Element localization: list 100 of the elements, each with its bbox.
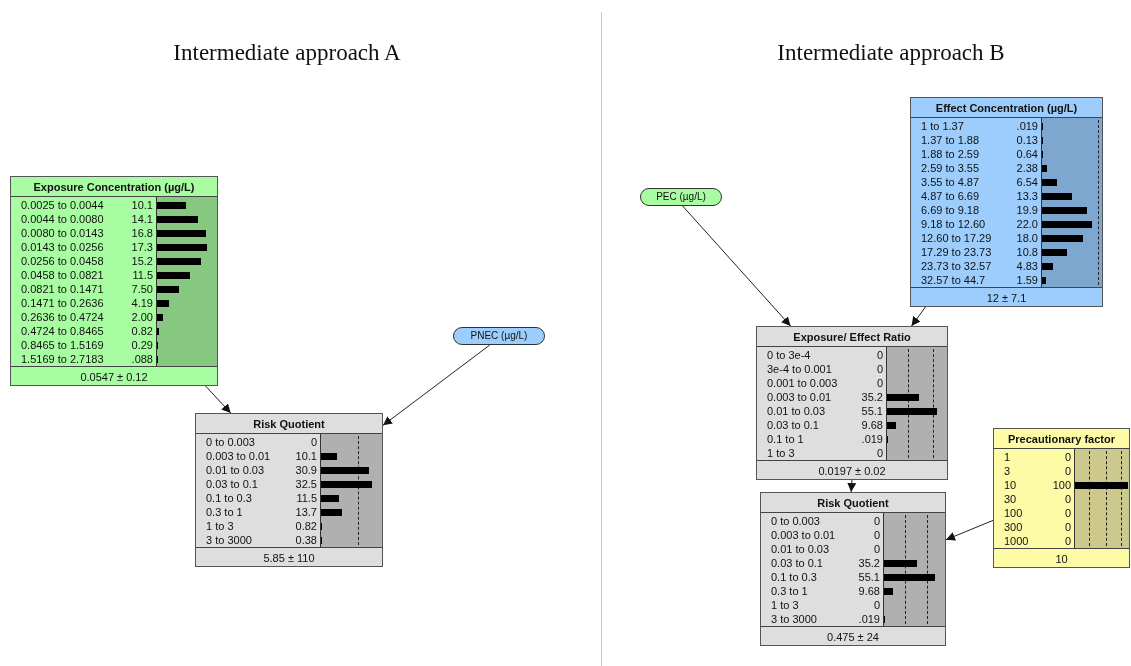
state-value: 0 bbox=[875, 362, 883, 376]
state-value: 0 bbox=[872, 528, 880, 542]
state-label: 0.3 to 1 bbox=[771, 584, 809, 598]
arrow bbox=[682, 205, 792, 327]
state-value: 0 bbox=[1063, 450, 1071, 464]
belief-node bbox=[910, 97, 1103, 307]
state-value: 0 bbox=[1063, 464, 1071, 478]
state-value: 30.9 bbox=[294, 463, 317, 477]
state-value: 19.9 bbox=[1015, 203, 1038, 217]
state-label: 0.1 to 0.3 bbox=[771, 570, 818, 584]
state-value: 0 bbox=[875, 376, 883, 390]
state-value: 32.5 bbox=[294, 477, 317, 491]
state-value: 0 bbox=[1063, 534, 1071, 548]
state-label: 0.003 to 0.01 bbox=[767, 390, 833, 404]
state-label: 0 to 3e-4 bbox=[767, 348, 812, 362]
state-label: 2.59 to 3.55 bbox=[921, 161, 981, 175]
state-label: 0.03 to 0.1 bbox=[767, 418, 820, 432]
state-value: 0 bbox=[1063, 520, 1071, 534]
state-value: 11.5 bbox=[131, 268, 153, 282]
state-label: 3.55 to 4.87 bbox=[921, 175, 981, 189]
state-label: 0.003 to 0.01 bbox=[771, 528, 837, 542]
state-value: 0 bbox=[309, 435, 317, 449]
arrow bbox=[382, 344, 491, 426]
state-label: 0.4724 to 0.8465 bbox=[21, 324, 105, 338]
state-value: 11.5 bbox=[295, 491, 317, 505]
state-value: 0 bbox=[1063, 492, 1071, 506]
state-label: 0.0143 to 0.0256 bbox=[21, 240, 105, 254]
state-label: 0.01 to 0.03 bbox=[206, 463, 266, 477]
state-value: 10.8 bbox=[1015, 245, 1038, 259]
state-value: .019 bbox=[860, 432, 883, 446]
state-value: .088 bbox=[130, 352, 153, 366]
state-value: 0.38 bbox=[294, 533, 317, 547]
state-value: 17.3 bbox=[130, 240, 153, 254]
state-label: 17.29 to 23.73 bbox=[921, 245, 993, 259]
state-value: 0 bbox=[1063, 506, 1071, 520]
state-value: 7.50 bbox=[130, 282, 153, 296]
state-label: 300 bbox=[1004, 520, 1024, 534]
state-label: 3 bbox=[1004, 464, 1012, 478]
state-label: 0.1471 to 0.2636 bbox=[21, 296, 105, 310]
state-value: 0.29 bbox=[130, 338, 153, 352]
state-value: 10.1 bbox=[294, 449, 317, 463]
state-value: 6.54 bbox=[1015, 175, 1038, 189]
state-label: 1.88 to 2.59 bbox=[921, 147, 981, 161]
state-value: 2.38 bbox=[1015, 161, 1038, 175]
state-label: 10 bbox=[1004, 478, 1018, 492]
state-value: 0 bbox=[872, 542, 880, 556]
state-label: 1 to 1.37 bbox=[921, 119, 965, 133]
state-value: 18.0 bbox=[1015, 231, 1038, 245]
belief-node bbox=[195, 413, 383, 567]
arrow bbox=[847, 479, 857, 493]
belief-node bbox=[756, 326, 948, 480]
state-label: 0.01 to 0.03 bbox=[771, 542, 831, 556]
state-value: 0 bbox=[872, 598, 880, 612]
state-value: 15.2 bbox=[130, 254, 153, 268]
state-label: 0.0044 to 0.0080 bbox=[21, 212, 105, 226]
expected-value: 10 bbox=[994, 548, 1129, 568]
state-label: 0.03 to 0.1 bbox=[771, 556, 824, 570]
state-value: 35.2 bbox=[857, 556, 880, 570]
state-value: 22.0 bbox=[1015, 217, 1038, 231]
state-label: 1 to 3 bbox=[206, 519, 235, 533]
state-label: 0.0821 to 0.1471 bbox=[21, 282, 105, 296]
state-label: 0.2636 to 0.4724 bbox=[21, 310, 105, 324]
state-value: 9.68 bbox=[860, 418, 883, 432]
state-value: 4.19 bbox=[130, 296, 153, 310]
belief-node bbox=[760, 492, 946, 646]
state-value: 55.1 bbox=[860, 404, 883, 418]
state-label: 0 to 0.003 bbox=[206, 435, 256, 449]
state-value: 2.00 bbox=[130, 310, 153, 324]
state-value: 0.82 bbox=[130, 324, 153, 338]
state-label: 1 to 3 bbox=[771, 598, 800, 612]
expected-value: 0.0547 ± 0.12 bbox=[11, 366, 217, 386]
state-value: 0.82 bbox=[294, 519, 317, 533]
input-node: PEC (µg/L) bbox=[640, 188, 722, 206]
belief-node bbox=[10, 176, 218, 386]
state-value: 35.2 bbox=[860, 390, 883, 404]
state-label: 0.8465 to 1.5169 bbox=[21, 338, 105, 352]
state-label: 1.5169 to 2.7183 bbox=[21, 352, 105, 366]
input-node: PNEC (µg/L) bbox=[453, 327, 545, 345]
state-label: 0.0458 to 0.0821 bbox=[21, 268, 105, 282]
state-label: 4.87 to 6.69 bbox=[921, 189, 981, 203]
state-label: 6.69 to 9.18 bbox=[921, 203, 981, 217]
state-label: 0.0256 to 0.0458 bbox=[21, 254, 105, 268]
state-label: 100 bbox=[1004, 506, 1024, 520]
state-label: 1.37 to 1.88 bbox=[921, 133, 981, 147]
state-label: 30 bbox=[1004, 492, 1018, 506]
state-label: 3 to 3000 bbox=[771, 612, 818, 626]
arrow bbox=[945, 519, 994, 541]
state-label: 1 to 3 bbox=[767, 446, 796, 460]
state-value: 0.13 bbox=[1015, 133, 1038, 147]
state-value: 55.1 bbox=[857, 570, 880, 584]
state-label: 0.001 to 0.003 bbox=[767, 376, 839, 390]
state-value: 14.1 bbox=[130, 212, 153, 226]
state-label: 0.03 to 0.1 bbox=[206, 477, 259, 491]
state-value: 10.1 bbox=[130, 198, 153, 212]
expected-value: 12 ± 7.1 bbox=[911, 287, 1102, 307]
state-label: 0.3 to 1 bbox=[206, 505, 244, 519]
state-label: 0.01 to 0.03 bbox=[767, 404, 827, 418]
state-label: 3e-4 to 0.001 bbox=[767, 362, 833, 376]
state-label: 0.0080 to 0.0143 bbox=[21, 226, 105, 240]
panel-heading: Intermediate approach A bbox=[173, 40, 401, 66]
